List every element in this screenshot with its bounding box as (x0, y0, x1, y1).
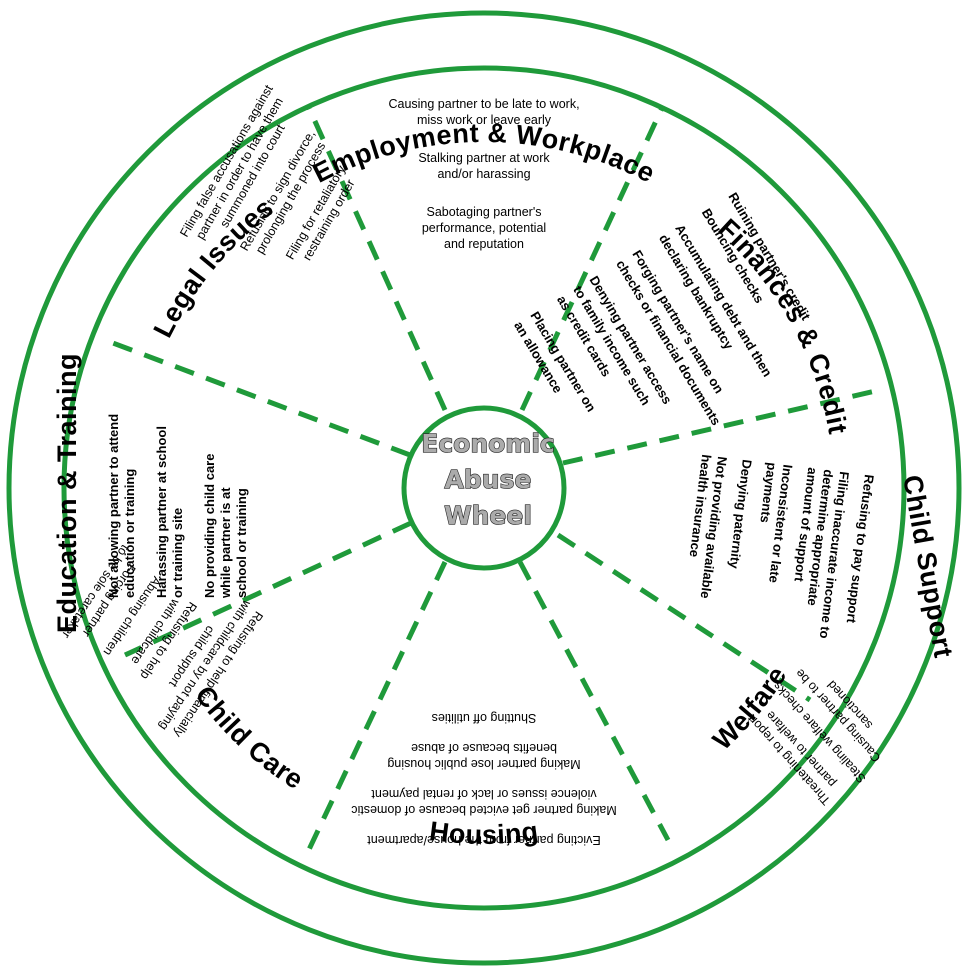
segment-item-line: No providing child care (202, 454, 217, 598)
segment-item-line: Stalking partner at work (418, 151, 550, 165)
segment-item: Evicting partner from the house/apartmen… (367, 833, 601, 847)
segment-item-line: Not allowing partner to attend (106, 414, 121, 598)
spoke-education-legal (104, 337, 411, 458)
spokes (104, 106, 881, 860)
spoke-welfare-housing (517, 560, 671, 842)
hub-line-1: Economic (421, 429, 554, 458)
segment-item-line: Making partner get evicted because of do… (351, 803, 616, 817)
segment-item: Not providing availablehealth insurance (682, 454, 730, 600)
spoke-housing-childcare (302, 560, 448, 860)
segment-item: Filing inaccurate income todetermine app… (785, 467, 852, 640)
segment-item: Making partner lose public housing benefi… (387, 741, 580, 771)
segment-item-line: Making partner lose public housing (387, 757, 580, 771)
segment-item: Causing partner to be late to work, miss … (388, 97, 579, 127)
segment-education: Not allowing partner to attendeducation … (106, 414, 249, 599)
spoke-finances-childsupport (562, 387, 881, 466)
hub-ring (401, 405, 567, 571)
segment-item: Harassing partner at schoolor training s… (154, 426, 185, 598)
segment-item: Denying paternity (726, 459, 754, 571)
segment-item: Stalking partner at work and/or harassing (418, 151, 550, 181)
segment-employment: Causing partner to be late to work, miss … (388, 97, 579, 251)
spoke-childcare-education (123, 520, 413, 658)
segment-item-line: Harassing partner at school (154, 426, 169, 598)
segment-item-line: violence issues or lack of rental paymen… (371, 787, 597, 801)
spoke-employment-finances (519, 106, 665, 412)
segment-item: Not allowing partner to attendeducation … (106, 414, 137, 598)
category-housing: Housing (428, 816, 540, 850)
segment-item-line: and reputation (444, 237, 524, 251)
category-child-support: Child Support (897, 473, 959, 660)
segment-welfare: Threatening to reportpartner to welfareS… (744, 666, 883, 808)
segment-item-line: education or training (122, 469, 137, 598)
segment-housing: Evicting partner from the house/apartmen… (351, 711, 616, 847)
segment-item-line: Shutting off utilities (432, 711, 537, 725)
category-education: Education & Training (52, 353, 82, 633)
segment-item: Shutting off utilities (432, 711, 537, 725)
hub-title: Economic Abuse Wheel (421, 428, 556, 530)
segment-item-line: miss work or leave early (417, 113, 552, 127)
segment-item-line: while partner is at (218, 487, 233, 599)
segment-item-line: school or training (234, 488, 249, 598)
hub-line-3: Wheel (444, 501, 532, 530)
segment-item-line: or training site (170, 508, 185, 598)
segment-item: No providing child carewhile partner is … (202, 454, 249, 599)
segment-item-line: Denying paternity (726, 459, 754, 571)
segment-item-line: payments (757, 462, 779, 524)
segment-item: Making partner get evicted because of do… (351, 787, 616, 817)
segment-item-line: Sabotaging partner's (427, 205, 542, 219)
outer-ring (6, 10, 962, 966)
hub-line-2: Abuse (445, 465, 532, 494)
segment-item: Sabotaging partner's performance, potenti… (422, 205, 546, 251)
segment-item: Inconsistent or latepayments (750, 462, 795, 584)
segment-item-line: Evicting partner from the house/apartmen… (367, 833, 601, 847)
segment-item-line: and/or harassing (437, 167, 530, 181)
spoke-legal-employment (306, 106, 448, 412)
segment-item-line: Causing partner to be late to work, (388, 97, 579, 111)
segment-item-line: performance, potential (422, 221, 546, 235)
segment-item-line: benefits because of abuse (411, 741, 557, 755)
spoke-childsupport-welfare (556, 532, 812, 703)
inner-ring (61, 65, 907, 911)
